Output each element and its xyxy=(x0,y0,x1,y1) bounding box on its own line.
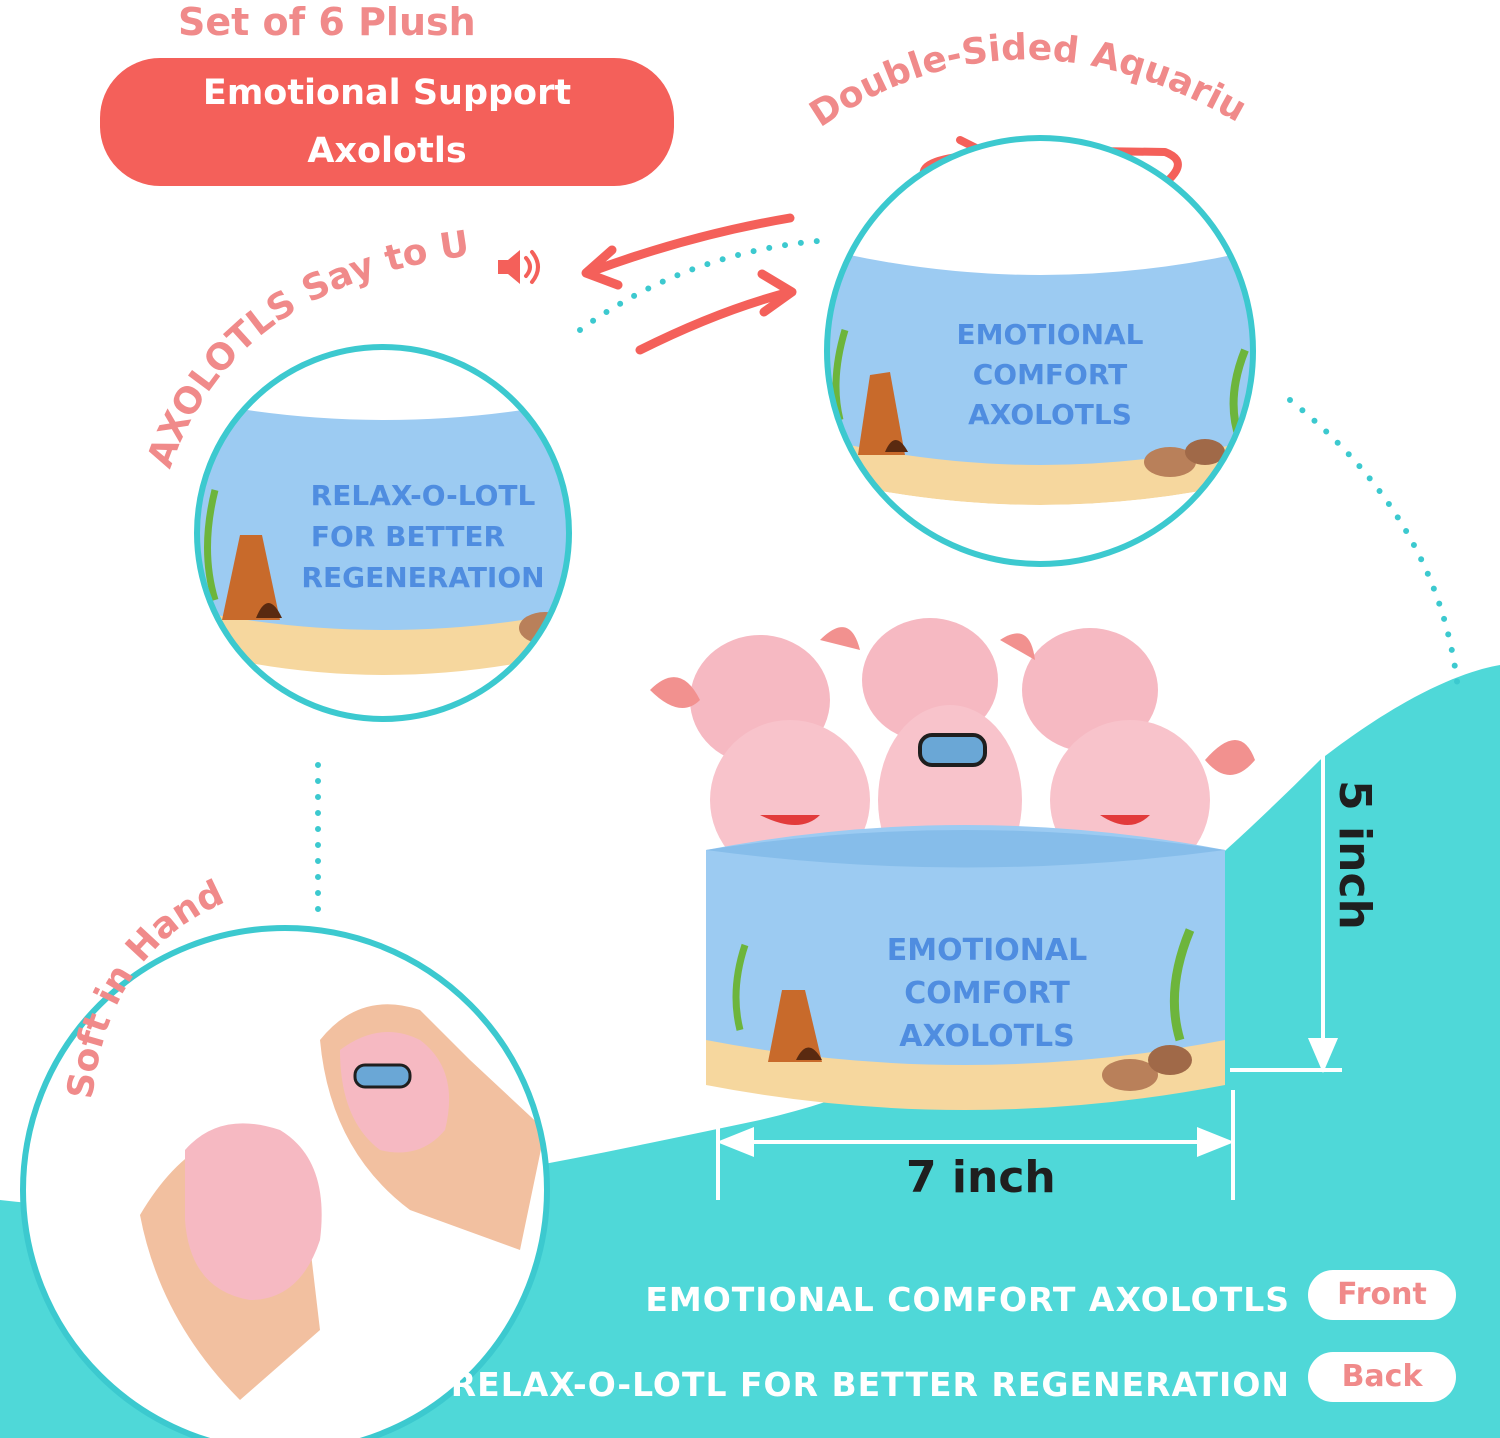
product-text-line1: EMOTIONAL xyxy=(887,933,1087,968)
product-aquarium xyxy=(650,618,1255,1110)
front-text-line3: AXOLOTLS xyxy=(968,398,1132,431)
back-text-line3: REGENERATION xyxy=(301,561,544,594)
back-badge: Back xyxy=(1308,1352,1456,1402)
front-text-line2: COMFORT xyxy=(973,358,1128,391)
dotted-connectors xyxy=(315,237,1461,928)
back-text-line1: RELAX-O-LOTL xyxy=(311,479,536,512)
back-side-text: RELAX-O-LOTL FOR BETTER REGENERATION xyxy=(450,1365,1290,1404)
product-text-line3: AXOLOTLS xyxy=(899,1019,1075,1054)
title-line2: Axolotls xyxy=(307,131,467,171)
width-dimension-label: 7 inch xyxy=(906,1152,1056,1203)
set-of-six-label: Set of 6 Plush xyxy=(178,0,476,44)
title-line1: Emotional Support xyxy=(202,73,572,113)
speaker-icon xyxy=(498,250,540,284)
front-aquarium-circle xyxy=(824,135,1256,567)
back-aquarium-circle xyxy=(194,344,572,722)
front-side-text: EMOTIONAL COMFORT AXOLOTLS xyxy=(645,1280,1290,1319)
back-text-line2: FOR BETTER xyxy=(311,520,505,553)
product-text-line2: COMFORT xyxy=(904,976,1070,1011)
front-badge: Front xyxy=(1308,1270,1456,1320)
swap-arrows-icon xyxy=(581,213,797,355)
height-dimension-label: 5 inch xyxy=(1329,780,1380,930)
dimension-lines xyxy=(716,638,1342,1200)
soft-in-hand-circle xyxy=(20,925,550,1438)
front-text-line1: EMOTIONAL xyxy=(956,318,1143,351)
title-pill: Emotional Support Axolotls xyxy=(100,58,674,186)
